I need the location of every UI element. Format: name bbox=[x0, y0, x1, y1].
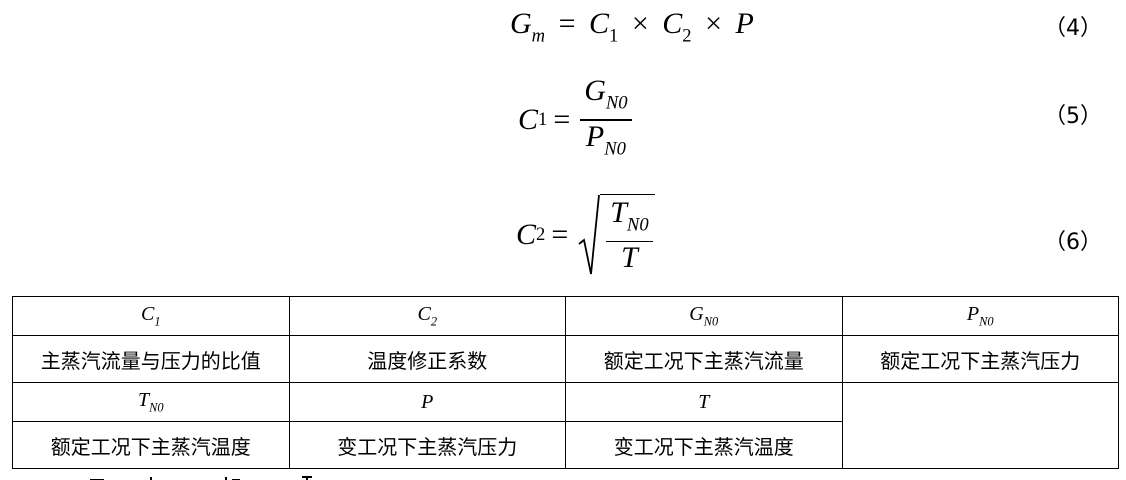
eq4-term2-sub: 2 bbox=[682, 25, 692, 47]
eq4-term3: P bbox=[735, 7, 754, 40]
eq5-num-sub: N0 bbox=[605, 92, 628, 114]
eq6-denominator: T bbox=[617, 242, 642, 274]
symbol-pn0-sub: N0 bbox=[979, 314, 994, 329]
equation-4-formula: Gm = C1 × C2 × P bbox=[510, 4, 754, 56]
table-cell-symbol: P bbox=[288, 382, 566, 422]
equation-4-number: （4） bbox=[1044, 16, 1102, 41]
eq5-lhs: C bbox=[518, 103, 539, 136]
eq4-term1: C bbox=[589, 7, 610, 40]
symbol-t: T bbox=[698, 390, 710, 413]
table-cell-description: 变工况下主蒸汽压力 bbox=[288, 421, 566, 469]
eq5-den-symbol: P bbox=[585, 119, 605, 153]
table-cell-empty bbox=[841, 382, 1119, 469]
symbol-c1: C bbox=[140, 302, 155, 325]
eq4-equals: = bbox=[558, 7, 576, 40]
eq5-den-sub: N0 bbox=[604, 138, 626, 160]
eq5-fraction: GN0 PN0 bbox=[580, 73, 632, 165]
table-cell-description: 额定工况下主蒸汽流量 bbox=[565, 335, 843, 383]
eq4-lhs-sub: m bbox=[531, 25, 546, 47]
table-row: TN0 P T bbox=[12, 382, 1119, 469]
table-cell-description: 主蒸汽流量与压力的比值 bbox=[12, 335, 290, 383]
eq5-numerator: GN0 bbox=[580, 73, 631, 119]
eq5-equals: = bbox=[553, 103, 571, 136]
symbol-tn0-sub: N0 bbox=[149, 400, 164, 415]
symbol-p: P bbox=[421, 390, 434, 413]
symbol-tn0: T bbox=[137, 388, 150, 411]
table-cell-description: 额定工况下主蒸汽温度 bbox=[12, 421, 290, 469]
symbol-c2: C bbox=[417, 302, 431, 325]
table-row: 主蒸汽流量与压力的比值 温度修正系数 额定工况下主蒸汽流量 额定工况下主蒸汽压力 bbox=[12, 335, 1119, 383]
table-cell-description: 温度修正系数 bbox=[288, 335, 566, 383]
eq6-lhs-sub: 2 bbox=[536, 224, 546, 245]
eq4-times-1: × bbox=[631, 7, 649, 40]
symbol-c2-sub: 2 bbox=[430, 314, 438, 329]
table-cell-description: 额定工况下主蒸汽压力 bbox=[841, 335, 1119, 383]
symbol-gn0: G bbox=[689, 302, 704, 325]
eq6-equals: = bbox=[551, 218, 569, 251]
eq4-term2: C bbox=[662, 7, 683, 40]
symbol-pn0: P bbox=[966, 302, 980, 325]
eq6-square-root: TN0 T bbox=[578, 194, 655, 276]
cut-off-glyphs-icon bbox=[90, 476, 312, 480]
eq6-num-symbol: T bbox=[610, 195, 627, 229]
eq5-denominator: PN0 bbox=[582, 119, 630, 165]
eq4-times-2: × bbox=[705, 7, 722, 40]
table-cell-symbol: GN0 bbox=[565, 296, 843, 336]
symbol-c1-sub: 1 bbox=[154, 314, 161, 329]
table-cell-description: 变工况下主蒸汽温度 bbox=[565, 421, 843, 469]
eq4-lhs: G bbox=[510, 7, 532, 40]
eq6-fraction: TN0 T bbox=[606, 195, 653, 275]
table-cell-symbol: PN0 bbox=[841, 296, 1119, 336]
equation-5-number: （5） bbox=[1044, 104, 1102, 129]
radical-sign-icon bbox=[578, 194, 601, 275]
table-row: 额定工况下主蒸汽温度 变工况下主蒸汽压力 变工况下主蒸汽温度 bbox=[12, 421, 1119, 469]
eq6-num-sub: N0 bbox=[626, 213, 649, 235]
eq6-lhs: C bbox=[516, 218, 537, 251]
eq6-fraction-bar bbox=[606, 240, 653, 243]
equation-6-number: （6） bbox=[1044, 230, 1102, 255]
eq4-term1-sub: 1 bbox=[609, 25, 619, 47]
eq6-numerator: TN0 bbox=[606, 195, 652, 241]
eq5-num-symbol: G bbox=[584, 73, 606, 107]
cut-off-text-line bbox=[20, 468, 340, 480]
table-cell-symbol: C2 bbox=[288, 296, 566, 336]
eq6-radicand: TN0 T bbox=[600, 194, 655, 276]
symbol-gn0-sub: N0 bbox=[703, 314, 719, 329]
variable-definition-table: C1 C2 GN0 PN0 主蒸汽流量与压力的比值 温度修正系数 额定工况下主蒸… bbox=[12, 296, 1119, 469]
eq5-fraction-bar bbox=[580, 119, 632, 121]
table-cell-symbol: T bbox=[565, 382, 843, 422]
table-cell-symbol: TN0 bbox=[12, 382, 290, 422]
eq6-den-symbol: T bbox=[621, 241, 638, 275]
eq5-lhs-sub: 1 bbox=[538, 109, 548, 130]
equation-4: Gm = C1 × C2 × P （4） bbox=[0, 4, 1126, 46]
table-row: C1 C2 GN0 PN0 bbox=[12, 296, 1119, 336]
table-cell-symbol: C1 bbox=[12, 296, 290, 336]
